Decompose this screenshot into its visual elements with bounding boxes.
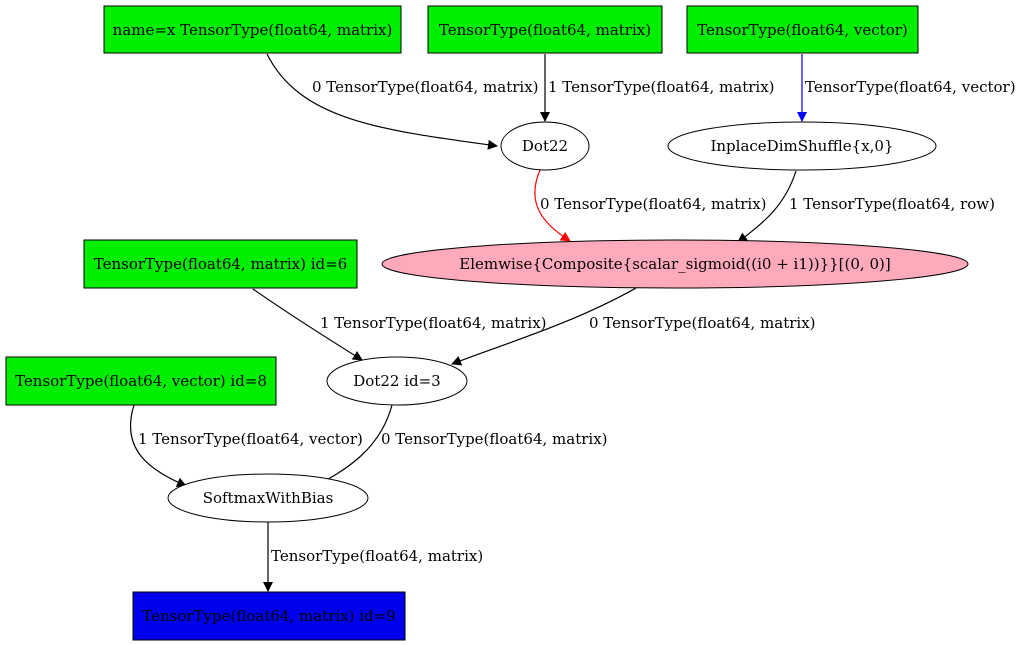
edge-id6-to-dot22-id3-label: 1 TensorType(float64, matrix) bbox=[320, 314, 547, 332]
edge-elemwise-to-dot22-id3: 0 TensorType(float64, matrix) bbox=[451, 287, 816, 366]
node-softmax-shape bbox=[167, 473, 369, 523]
node-input-x-box bbox=[103, 5, 402, 54]
node-softmax[interactable]: SoftmaxWithBias bbox=[167, 473, 369, 523]
node-input-x-label: name=x TensorType(float64, matrix) bbox=[113, 21, 393, 39]
node-input-matrix-label: TensorType(float64, matrix) bbox=[439, 21, 651, 39]
node-input-id6-box bbox=[83, 239, 358, 289]
edge-dot22-to-elemwise-label: 0 TensorType(float64, matrix) bbox=[540, 195, 767, 213]
edge-elemwise-to-dot22-id3-line bbox=[451, 287, 637, 366]
edge-id8-to-softmax-label: 1 TensorType(float64, vector) bbox=[138, 430, 363, 448]
node-input-id6-label: TensorType(float64, matrix) id=6 bbox=[94, 255, 347, 273]
edge-softmax-to-output: TensorType(float64, matrix) bbox=[263, 521, 483, 592]
node-dot22[interactable]: Dot22 bbox=[500, 121, 590, 171]
node-dot22-id3[interactable]: Dot22 id=3 bbox=[326, 356, 468, 406]
edge-dot22-id3-to-softmax-label: 0 TensorType(float64, matrix) bbox=[381, 430, 608, 448]
edge-vector-to-dimshuffle: TensorType(float64, vector) bbox=[797, 54, 1016, 122]
node-elemwise-shape bbox=[381, 239, 969, 289]
edge-x-to-dot22: 0 TensorType(float64, matrix) bbox=[266, 53, 539, 150]
edge-matrix-to-dot22: 1 TensorType(float64, matrix) bbox=[540, 54, 775, 122]
node-dot22-label: Dot22 bbox=[522, 137, 568, 155]
node-dimshuffle[interactable]: InplaceDimShuffle{x,0} bbox=[667, 121, 937, 171]
edge-dimshuffle-to-elemwise-label: 1 TensorType(float64, row) bbox=[789, 195, 995, 213]
edge-id8-to-softmax: 1 TensorType(float64, vector) bbox=[129, 404, 363, 487]
edge-dot22-to-elemwise-line bbox=[534, 169, 571, 242]
edge-id6-to-dot22-id3: 1 TensorType(float64, matrix) bbox=[252, 288, 547, 361]
node-input-vector-label: TensorType(float64, vector) bbox=[697, 21, 908, 39]
node-elemwise[interactable]: Elemwise{Composite{scalar_sigmoid((i0 + … bbox=[381, 239, 969, 289]
node-input-id8-label: TensorType(float64, vector) id=8 bbox=[15, 372, 267, 390]
edge-softmax-to-output-label: TensorType(float64, matrix) bbox=[271, 547, 483, 565]
edge-elemwise-to-dot22-id3-label: 0 TensorType(float64, matrix) bbox=[589, 314, 816, 332]
node-dot22-id3-label: Dot22 id=3 bbox=[353, 372, 440, 390]
node-input-matrix[interactable]: TensorType(float64, matrix) bbox=[427, 5, 663, 54]
node-dimshuffle-shape bbox=[667, 121, 937, 171]
edge-dimshuffle-to-elemwise-line bbox=[737, 170, 797, 243]
node-dot22-shape bbox=[500, 121, 590, 171]
node-input-vector[interactable]: TensorType(float64, vector) bbox=[686, 5, 919, 54]
node-softmax-label: SoftmaxWithBias bbox=[203, 489, 334, 507]
node-dimshuffle-label: InplaceDimShuffle{x,0} bbox=[710, 137, 893, 155]
edge-x-to-dot22-line bbox=[266, 53, 498, 150]
node-input-id8-box bbox=[5, 356, 277, 406]
node-input-x[interactable]: name=x TensorType(float64, matrix) bbox=[103, 5, 402, 54]
node-input-vector-box bbox=[686, 5, 919, 54]
node-input-id6[interactable]: TensorType(float64, matrix) id=6 bbox=[83, 239, 358, 289]
node-output-id9-box bbox=[132, 591, 406, 641]
node-input-id8[interactable]: TensorType(float64, vector) id=8 bbox=[5, 356, 277, 406]
edge-matrix-to-dot22-label: 1 TensorType(float64, matrix) bbox=[548, 78, 775, 96]
edge-id8-to-softmax-line bbox=[129, 404, 187, 487]
node-input-matrix-box bbox=[427, 5, 663, 54]
node-output-id9-label: TensorType(float64, matrix) id=9 bbox=[142, 607, 395, 625]
node-output-id9[interactable]: TensorType(float64, matrix) id=9 bbox=[132, 591, 406, 641]
edge-x-to-dot22-label: 0 TensorType(float64, matrix) bbox=[312, 78, 539, 96]
edge-dot22-to-elemwise: 0 TensorType(float64, matrix) bbox=[534, 169, 767, 242]
node-elemwise-label: Elemwise{Composite{scalar_sigmoid((i0 + … bbox=[459, 255, 890, 273]
node-dot22-id3-shape bbox=[326, 356, 468, 406]
edge-vector-to-dimshuffle-label: TensorType(float64, vector) bbox=[805, 78, 1016, 96]
edge-dimshuffle-to-elemwise: 1 TensorType(float64, row) bbox=[737, 170, 995, 243]
edge-id6-to-dot22-id3-line bbox=[252, 288, 363, 361]
